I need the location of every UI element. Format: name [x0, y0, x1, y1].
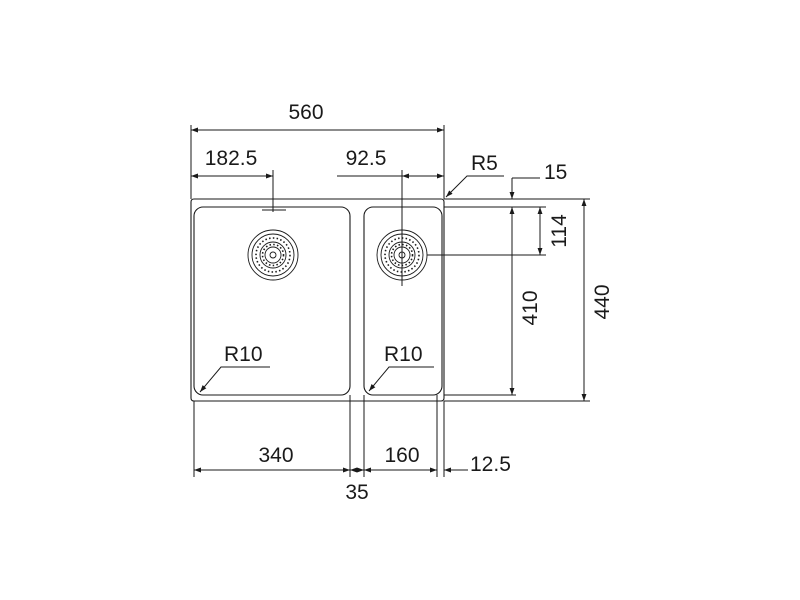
- dim-label-left-drain-offset: 182.5: [205, 147, 258, 170]
- dim-label-overall-depth: 440: [591, 284, 614, 319]
- leader-right-bowl-radius: [368, 366, 434, 392]
- dim-label-left-bowl-width: 340: [258, 444, 293, 467]
- left-bowl: [193, 206, 351, 396]
- dim-label-right-bowl-width: 160: [384, 444, 419, 467]
- left-drain-icon: [247, 229, 299, 281]
- leader-left-bowl-radius: [199, 366, 270, 393]
- dim-label-divider-width: 35: [345, 481, 368, 504]
- dim-label-left-bowl-radius: R10: [224, 343, 263, 366]
- dim-label-right-bowl-radius: R10: [384, 343, 423, 366]
- right-bowl: [363, 206, 443, 396]
- dim-label-inner-depth: 410: [519, 290, 542, 325]
- dim-label-right-drain-offset: 92.5: [346, 147, 387, 170]
- dim-label-overall-width: 560: [288, 101, 323, 124]
- leader-outer-radius: [445, 175, 504, 198]
- dim-label-top-margin: 15: [544, 161, 567, 184]
- dim-label-right-margin: 12.5: [470, 453, 511, 476]
- dim-label-drain-from-top: 114: [548, 214, 571, 248]
- dim-label-outer-radius: R5: [471, 152, 498, 175]
- sink-outer-outline: [190, 198, 445, 402]
